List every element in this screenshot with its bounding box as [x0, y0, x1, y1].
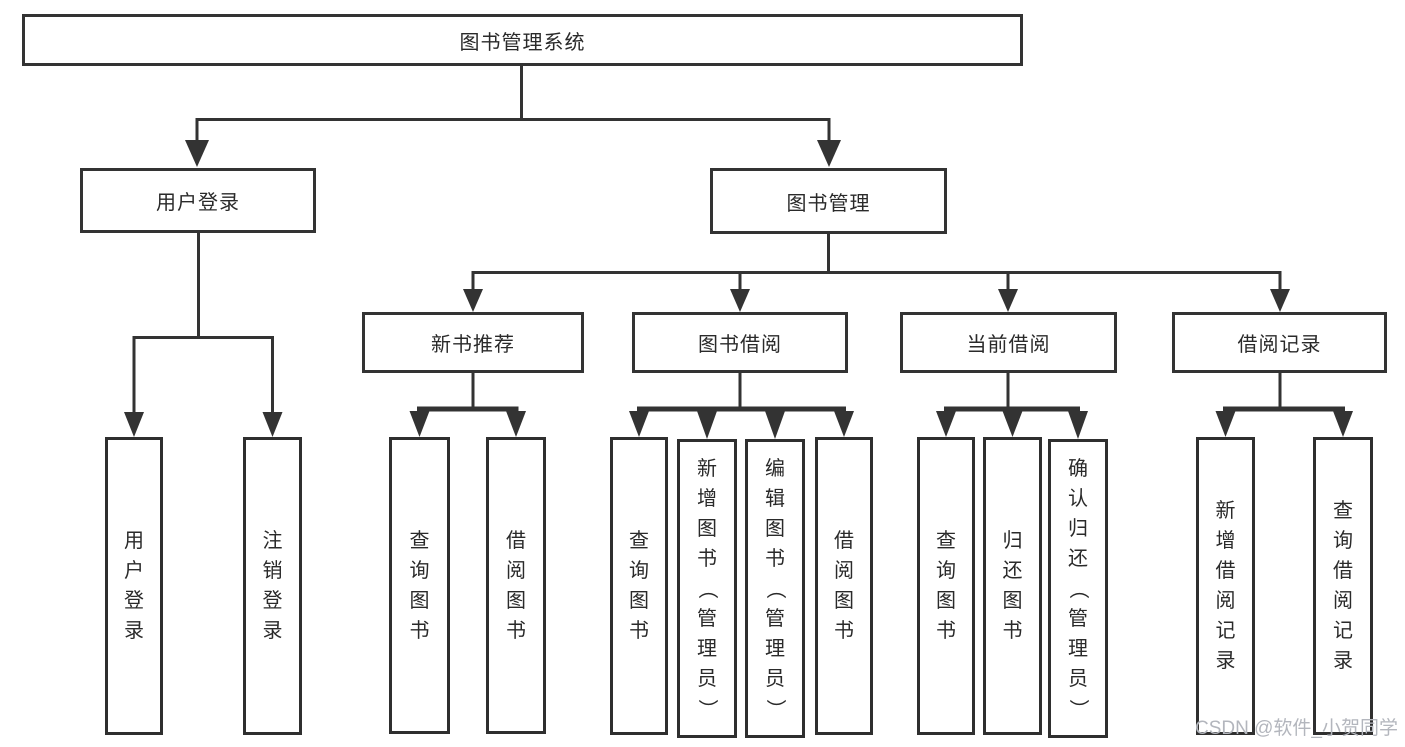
node-label: 图书借阅	[698, 334, 782, 356]
leaf-label: 查询图书	[629, 530, 649, 642]
leaf-logout: 注销登录	[243, 437, 302, 735]
arrowhead	[765, 411, 785, 439]
connector	[195, 118, 831, 142]
arrowhead	[124, 412, 144, 437]
leaf-add-borrow-record: 新增借阅记录	[1196, 437, 1255, 735]
leaf-label: 注销登录	[262, 530, 283, 642]
node-user-login: 用户登录	[80, 168, 316, 233]
arrowhead	[1270, 289, 1290, 312]
arrowhead	[1068, 411, 1088, 439]
arrowhead	[185, 140, 209, 167]
node-borrow-records: 借阅记录	[1172, 312, 1387, 373]
node-label: 图书管理系统	[459, 31, 586, 54]
arrowhead	[409, 411, 430, 437]
arrowhead	[1002, 411, 1023, 437]
node-label: 新书推荐	[431, 334, 515, 356]
arrowhead	[817, 140, 841, 167]
leaf-borrow-books: 借阅图书	[815, 437, 873, 735]
leaf-label: 查询图书	[409, 529, 430, 642]
arrowhead	[1333, 411, 1353, 437]
leaf-label: 借阅图书	[834, 530, 854, 642]
leaf-label: 用户登录	[124, 530, 144, 642]
leaf-label: 确认归还（管理员）	[1067, 457, 1089, 719]
arrowhead	[697, 411, 717, 439]
arrowhead	[730, 289, 750, 312]
node-new-book-recommend: 新书推荐	[362, 312, 584, 373]
leaf-label: 编辑图书（管理员）	[764, 457, 786, 719]
leaf-label: 新增图书（管理员）	[696, 457, 718, 719]
node-label: 用户登录	[156, 192, 240, 214]
node-root-system: 图书管理系统	[22, 14, 1023, 66]
node-label: 图书管理	[786, 192, 871, 215]
node-book-management: 图书管理	[710, 168, 947, 234]
leaf-label: 新增借阅记录	[1215, 500, 1236, 672]
connector	[132, 336, 274, 414]
node-current-borrow: 当前借阅	[900, 312, 1117, 373]
leaf-user-login: 用户登录	[105, 437, 163, 735]
arrowhead	[463, 289, 483, 312]
leaf-label: 查询图书	[936, 530, 956, 642]
leaf-label: 借阅图书	[506, 529, 526, 642]
csdn-watermark: CSDN @软件_小贺同学	[1195, 718, 1398, 739]
arrowhead	[936, 411, 956, 437]
leaf-label: 查询借阅记录	[1333, 500, 1353, 672]
arrowhead	[629, 411, 649, 437]
node-book-borrow: 图书借阅	[632, 312, 848, 373]
leaf-edit-books-admin: 编辑图书（管理员）	[745, 439, 805, 738]
arrowhead	[262, 412, 283, 437]
leaf-query-books: 查询图书	[610, 437, 668, 735]
node-label: 当前借阅	[966, 334, 1051, 356]
leaf-borrow-books: 借阅图书	[486, 437, 546, 734]
leaf-query-books: 查询图书	[389, 437, 450, 734]
node-label: 借阅记录	[1237, 334, 1322, 356]
leaf-label: 归还图书	[1002, 530, 1023, 642]
arrowhead	[506, 411, 526, 437]
arrowhead	[834, 411, 854, 437]
arrowhead	[1215, 411, 1236, 437]
leaf-query-books: 查询图书	[917, 437, 975, 735]
arrowhead	[998, 289, 1018, 312]
leaf-query-borrow-record: 查询借阅记录	[1313, 437, 1373, 735]
leaf-add-books-admin: 新增图书（管理员）	[677, 439, 737, 738]
connector	[471, 271, 1282, 291]
leaf-confirm-return-admin: 确认归还（管理员）	[1048, 439, 1108, 738]
leaf-return-books: 归还图书	[983, 437, 1042, 735]
